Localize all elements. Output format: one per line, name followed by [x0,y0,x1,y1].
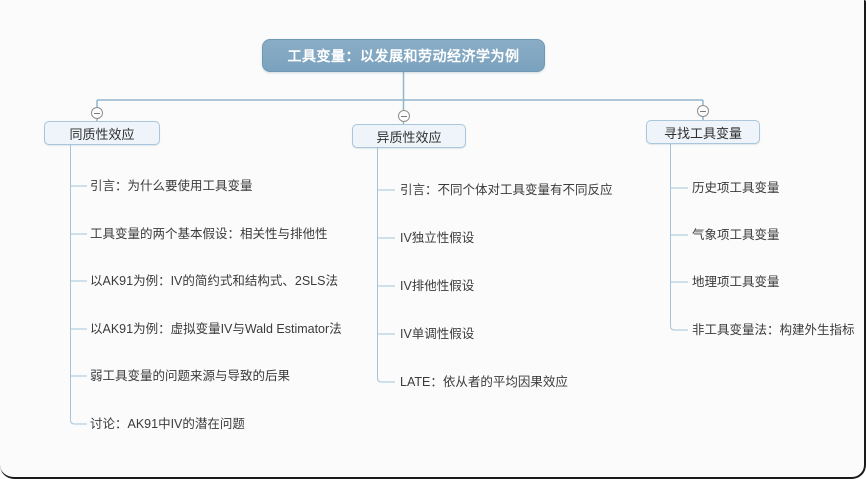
subtopic-label[interactable]: 非工具变量法：构建外生指标 [692,322,855,337]
subtopic-label[interactable]: 引言：不同个体对工具变量有不同反应 [400,182,613,197]
branch-topic-finding-instruments[interactable]: 寻找工具变量 [646,120,760,144]
branch-topic-heterogeneous-effects[interactable]: 异质性效应 [352,124,466,148]
subtopic-label[interactable]: 引言：为什么要使用工具变量 [90,178,253,193]
subtopic-label[interactable]: 工具变量的两个基本假设：相关性与排他性 [90,226,328,241]
collapse-minus-icon[interactable] [398,110,410,122]
subtopic-label[interactable]: 弱工具变量的问题来源与导致的后果 [90,368,291,383]
collapse-minus-icon[interactable] [91,107,103,119]
subtopic-label[interactable]: IV独立性假设 [400,230,475,245]
subtopic-label[interactable]: IV排他性假设 [400,278,475,293]
subtopic-label[interactable]: 气象项工具变量 [692,227,780,242]
subtopic-label[interactable]: IV单调性假设 [400,326,475,341]
subtopic-label[interactable]: 地理项工具变量 [692,274,780,289]
subtopic-label[interactable]: LATE：依从者的平均因果效应 [400,374,568,389]
branch-topic-homogeneous-effects[interactable]: 同质性效应 [44,121,160,145]
subtopic-label[interactable]: 历史项工具变量 [692,180,780,195]
subtopic-label[interactable]: 以AK91为例：IV的简约式和结构式、2SLS法 [90,273,338,288]
collapse-minus-icon[interactable] [697,105,709,117]
subtopic-label[interactable]: 以AK91为例：虚拟变量IV与Wald Estimator法 [90,321,342,336]
root-topic[interactable]: 工具变量：以发展和劳动经济学为例 [262,39,545,72]
subtopic-label[interactable]: 讨论：AK91中IV的潜在问题 [90,416,245,431]
